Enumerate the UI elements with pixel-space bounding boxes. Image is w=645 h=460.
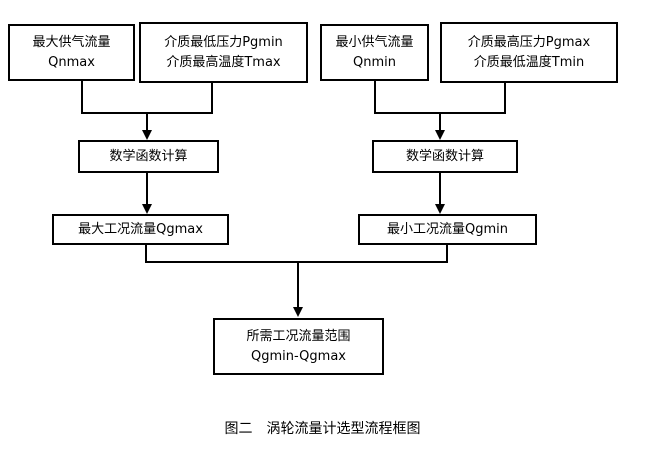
- node-max-supply-flow-line1: 最大供气流量: [32, 35, 111, 50]
- connector-pgmin-down: [211, 83, 213, 114]
- node-max-pressure-min-temp-line1: 介质最高压力Pgmax: [467, 35, 591, 50]
- connector-right-merge-to-calc: [439, 112, 441, 132]
- node-max-pressure-min-temp-line2: 介质最低温度Tmin: [473, 54, 585, 70]
- node-math-function-left-label: 数学函数计算: [109, 148, 188, 164]
- connector-qgmax-down: [145, 245, 147, 263]
- node-max-pressure-min-temp: 介质最高压力Pgmax 介质最低温度Tmin: [440, 22, 618, 83]
- node-max-working-flow: 最大工况流量Qgmax: [52, 214, 229, 245]
- connector-left-merge-to-calc: [146, 112, 148, 132]
- node-max-supply-flow: 最大供气流量 Qnmax: [8, 24, 135, 81]
- arrowhead-qgmax: [142, 204, 152, 214]
- node-min-supply-flow-line1: 最小供气流量: [335, 35, 414, 50]
- connector-qnmax-down: [81, 81, 83, 114]
- node-math-function-right-label: 数学函数计算: [405, 148, 484, 164]
- node-required-flow-range: 所需工况流量范围 Qgmin-Qgmax: [213, 318, 384, 375]
- node-min-working-flow-label: 最小工况流量Qgmin: [387, 221, 508, 237]
- connector-bottom-merge-bar: [145, 261, 448, 263]
- connector-bottom-merge-to-range: [297, 261, 299, 309]
- node-required-flow-range-line2: Qgmin-Qgmax: [251, 348, 346, 364]
- node-min-supply-flow-line2: Qnmin: [353, 54, 396, 70]
- node-min-pressure-max-temp-line1: 介质最低压力Pgmin: [164, 35, 283, 50]
- connector-qgmin-down: [446, 245, 448, 263]
- node-min-working-flow: 最小工况流量Qgmin: [358, 214, 537, 245]
- node-required-flow-range-line1: 所需工况流量范围: [246, 329, 351, 344]
- node-min-pressure-max-temp-line2: 介质最高温度Tmax: [166, 54, 281, 70]
- arrowhead-range: [293, 307, 303, 317]
- node-math-function-right: 数学函数计算: [372, 140, 518, 173]
- node-min-supply-flow: 最小供气流量 Qnmin: [320, 24, 429, 81]
- figure-caption: 图二 涡轮流量计选型流程框图: [224, 421, 421, 437]
- node-min-pressure-max-temp: 介质最低压力Pgmin 介质最高温度Tmax: [139, 22, 308, 83]
- connector-pgmax-down: [504, 83, 506, 114]
- connector-qnmin-down: [374, 81, 376, 114]
- arrowhead-qgmin: [435, 204, 445, 214]
- connector-calc-right-to-qgmin: [439, 173, 441, 206]
- node-max-supply-flow-line2: Qnmax: [48, 54, 95, 70]
- node-math-function-left: 数学函数计算: [78, 140, 219, 173]
- arrowhead-left-calc: [142, 130, 152, 140]
- node-max-working-flow-label: 最大工况流量Qgmax: [78, 221, 203, 237]
- arrowhead-right-calc: [435, 130, 445, 140]
- connector-calc-left-to-qgmax: [146, 173, 148, 206]
